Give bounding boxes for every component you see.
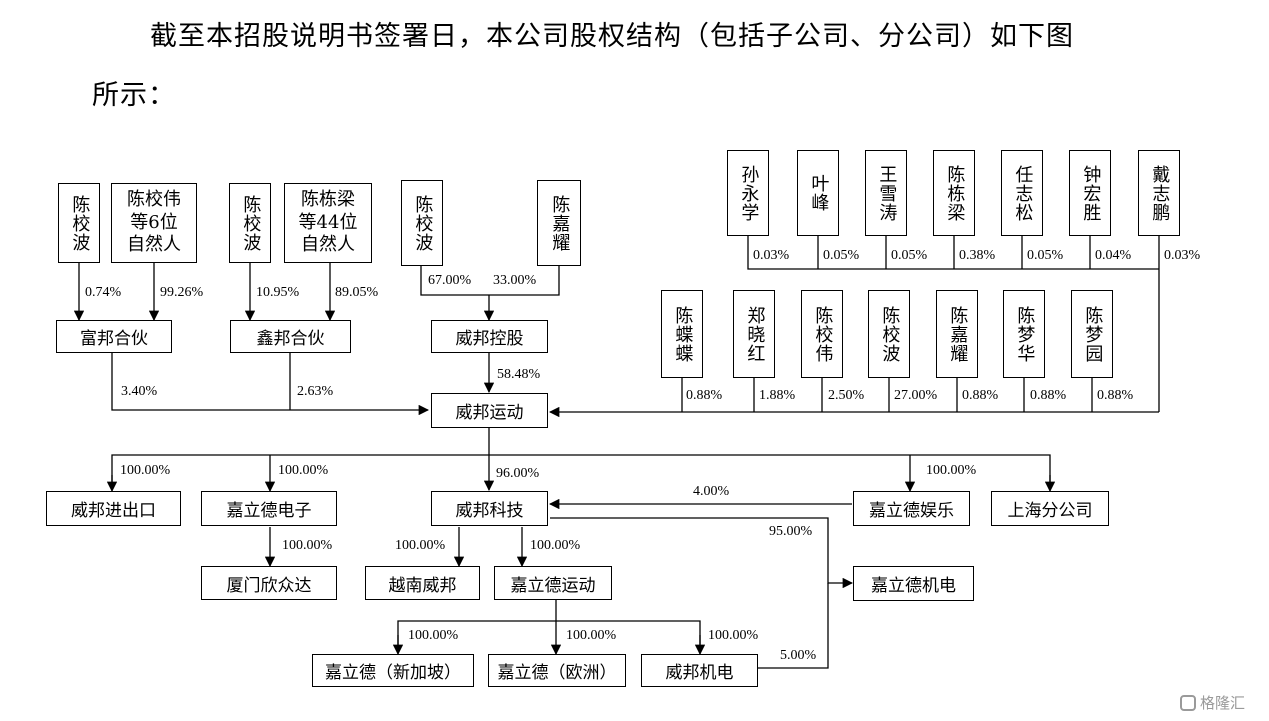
- stake-label: 100.00%: [530, 538, 581, 553]
- shareholder-chen-xiaobo: 陈校波: [401, 180, 443, 266]
- entity-jialide-entertainment: 嘉立德娱乐: [853, 491, 970, 526]
- stake-label: 27.00%: [894, 388, 938, 403]
- stake-label: 95.00%: [769, 524, 813, 539]
- entity-weibang-sports: 威邦运动: [431, 393, 548, 428]
- shareholder-chen-mengyuan: 陈梦园: [1071, 290, 1113, 378]
- stake-label: 0.88%: [962, 388, 999, 403]
- entity-weibang-import-export: 威邦进出口: [46, 491, 181, 526]
- stake-label: 89.05%: [335, 285, 379, 300]
- shareholder-wang-xuetao: 王雪涛: [865, 150, 907, 236]
- entity-jialide-electronics: 嘉立德电子: [201, 491, 337, 526]
- stake-label: 100.00%: [120, 463, 171, 478]
- shareholder-chen-xiaowei: 陈校伟: [801, 290, 843, 378]
- stake-label: 0.38%: [959, 248, 996, 263]
- shareholder-chen-jiayao: 陈嘉耀: [936, 290, 978, 378]
- shareholder-chen-xiaobo: 陈校波: [868, 290, 910, 378]
- intro-heading: 截至本招股说明书签署日，本公司股权结构（包括子公司、分公司）如下图: [150, 21, 1074, 52]
- shareholder-zhong-hongsheng: 钟宏胜: [1069, 150, 1111, 236]
- stake-label: 67.00%: [428, 273, 472, 288]
- shareholder-chen-xiaobo: 陈校波: [229, 183, 271, 263]
- stake-label: 0.05%: [823, 248, 860, 263]
- shareholder-sun-yongxue: 孙永学: [727, 150, 769, 236]
- stake-label: 0.05%: [891, 248, 928, 263]
- stake-label: 3.40%: [121, 384, 158, 399]
- entity-jialide-mechatronics: 嘉立德机电: [853, 566, 974, 601]
- stake-label: 96.00%: [496, 466, 540, 481]
- intro-heading-continued: 所示：: [92, 80, 176, 111]
- entity-weibang-technology: 威邦科技: [431, 491, 548, 526]
- shareholder-chen-xiaobo: 陈校波: [58, 183, 100, 263]
- stake-label: 0.05%: [1027, 248, 1064, 263]
- entity-weibang-holdings: 威邦控股: [431, 320, 548, 353]
- stake-label: 0.88%: [686, 388, 723, 403]
- stake-label: 2.50%: [828, 388, 865, 403]
- entity-fubang-partnership: 富邦合伙: [56, 320, 172, 353]
- stake-label: 33.00%: [493, 273, 537, 288]
- shareholder-zheng-xiaohong: 郑晓红: [733, 290, 775, 378]
- stake-label: 10.95%: [256, 285, 300, 300]
- stake-label: 4.00%: [693, 484, 730, 499]
- watermark-text: 格隆汇: [1200, 694, 1246, 712]
- entity-jialide-singapore: 嘉立德（新加坡）: [312, 654, 474, 687]
- shareholder-chen-dongliang: 陈栋梁: [933, 150, 975, 236]
- shareholder-ren-zhisong: 任志松: [1001, 150, 1043, 236]
- stake-label: 5.00%: [780, 648, 817, 663]
- shareholder-dai-zhipeng: 戴志鹏: [1138, 150, 1180, 236]
- stake-label: 58.48%: [497, 367, 541, 382]
- stake-label: 100.00%: [408, 628, 459, 643]
- stake-label: 0.03%: [1164, 248, 1201, 263]
- stake-label: 99.26%: [160, 285, 204, 300]
- shareholder-chen-xiaowei-group: 陈校伟 等6位 自然人: [111, 183, 197, 263]
- watermark: 格隆汇: [1180, 692, 1245, 713]
- stake-label: 2.63%: [297, 384, 334, 399]
- entity-xinbang-partnership: 鑫邦合伙: [230, 320, 351, 353]
- entity-shanghai-branch: 上海分公司: [991, 491, 1109, 526]
- entity-weibang-mechatronics: 威邦机电: [641, 654, 758, 687]
- stake-label: 0.88%: [1097, 388, 1134, 403]
- stake-label: 0.04%: [1095, 248, 1132, 263]
- entity-xiamen-xinzhongda: 厦门欣众达: [201, 566, 337, 600]
- stake-label: 0.74%: [85, 285, 122, 300]
- stake-label: 0.03%: [753, 248, 790, 263]
- stake-label: 100.00%: [926, 463, 977, 478]
- entity-jialide-sports: 嘉立德运动: [494, 566, 612, 600]
- shareholder-chen-dongliang-group: 陈栋梁 等44位 自然人: [284, 183, 372, 263]
- shareholder-chen-menghua: 陈梦华: [1003, 290, 1045, 378]
- entity-vietnam-weibang: 越南威邦: [365, 566, 480, 600]
- watermark-logo-icon: [1180, 694, 1196, 711]
- stake-label: 100.00%: [566, 628, 617, 643]
- shareholder-chen-diedie: 陈蝶蝶: [661, 290, 703, 378]
- shareholder-chen-jiayao: 陈嘉耀: [537, 180, 581, 266]
- stake-label: 100.00%: [278, 463, 329, 478]
- entity-jialide-europe: 嘉立德（欧洲）: [488, 654, 626, 687]
- stake-label: 100.00%: [282, 538, 333, 553]
- shareholder-ye-feng: 叶峰: [797, 150, 839, 236]
- stake-label: 100.00%: [708, 628, 759, 643]
- stake-label: 1.88%: [759, 388, 796, 403]
- stake-label: 0.88%: [1030, 388, 1067, 403]
- stake-label: 100.00%: [395, 538, 446, 553]
